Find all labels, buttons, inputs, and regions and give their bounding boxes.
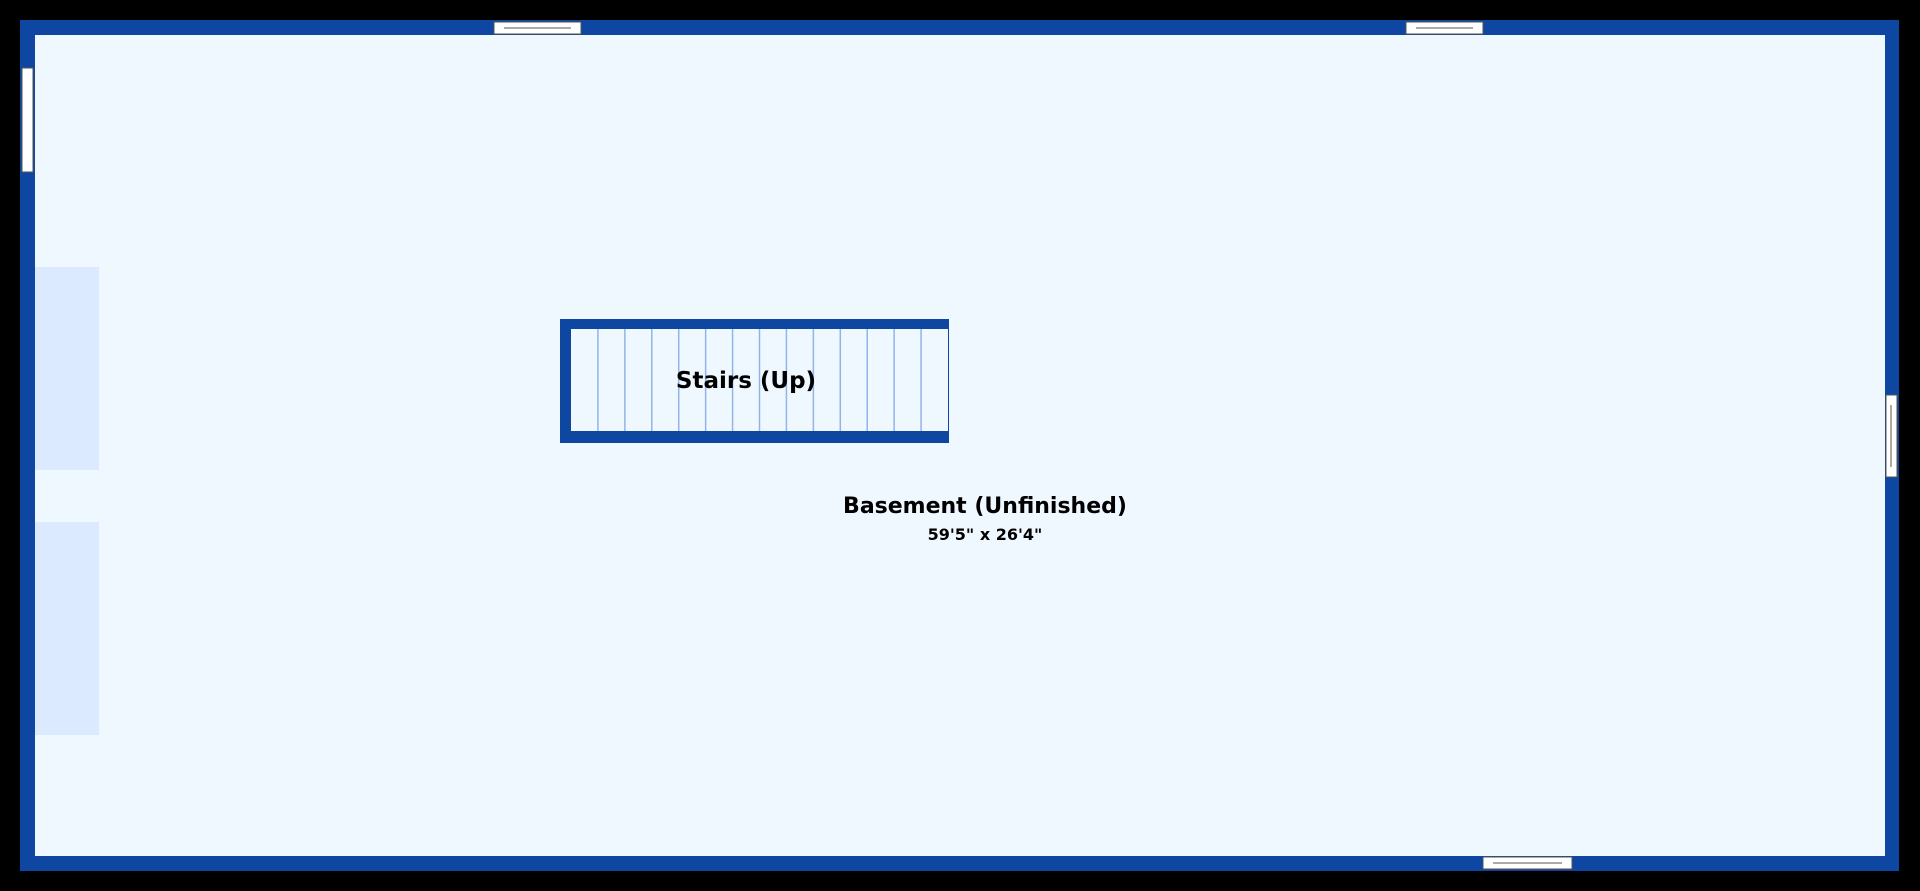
left-storage-area-lower <box>35 522 99 735</box>
basement-floor <box>35 35 1885 856</box>
room-dimensions-label: 59'5" x 26'4" <box>928 525 1043 544</box>
room-name-label: Basement (Unfinished) <box>843 494 1127 519</box>
stair-treads <box>597 329 922 431</box>
stairs-label: Stairs (Up) <box>676 368 816 394</box>
window-bottom-right <box>1482 856 1573 870</box>
window-top-left <box>493 21 582 35</box>
window-right <box>1885 394 1898 478</box>
window-top-right <box>1405 21 1484 35</box>
window-left <box>21 67 34 173</box>
stairs: Stairs (Up) <box>560 319 949 443</box>
left-storage-area-upper <box>35 267 99 470</box>
